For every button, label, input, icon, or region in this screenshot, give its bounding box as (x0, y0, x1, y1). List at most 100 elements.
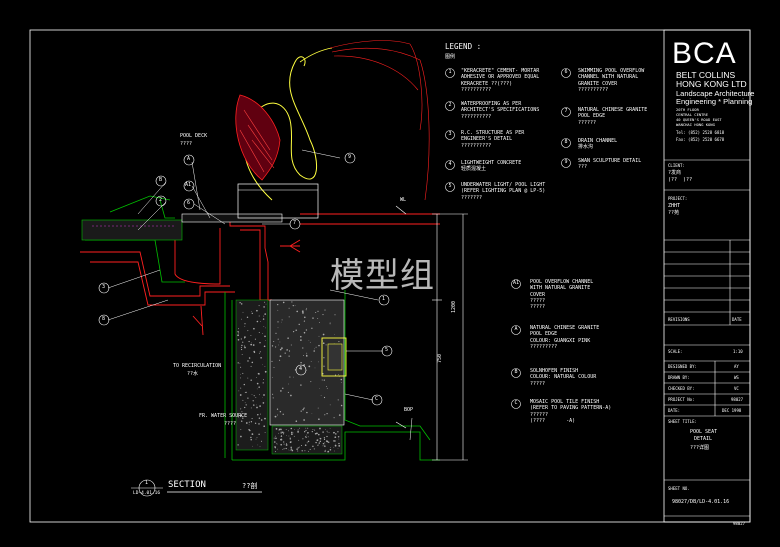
callout-8: 8 (102, 316, 106, 322)
legend-text-line: ??????? (461, 194, 483, 201)
legend-text-line: SWAN SCULPTURE DETAIL (578, 158, 642, 164)
legend-text-line: DRAIN CHANNEL (578, 138, 618, 144)
legend-number: 8 (564, 139, 568, 145)
legend-circles (445, 68, 571, 409)
section-ref: LD-4.01.16 (133, 491, 161, 496)
wl-label: WL (400, 197, 407, 203)
firm-fax: Fax: (852) 2520 6678 (676, 137, 725, 142)
callout-5: 5 (385, 347, 389, 353)
sheet-no-label: SHEET NO. (668, 486, 690, 491)
firm-discipline-2: Engineering * Planning (676, 97, 753, 106)
legend-text-line: (???? -A) (530, 417, 576, 424)
legend-number: A1 (513, 280, 520, 286)
legend-text-line: (REFER TO PAVING PATTERN-A) (530, 405, 612, 412)
to-recirculation-label: TO RECIRCULATION (173, 363, 222, 369)
project-no-label: PROJECT No: (668, 397, 695, 402)
callout-2: 2 (159, 197, 163, 203)
legend-text-line: ?????????? (461, 113, 492, 120)
legend-text-line: 轻质混凝土 (461, 166, 487, 173)
callout-a1: A1 (185, 182, 192, 188)
checked-value: VC (734, 386, 739, 391)
scale-value: 1:10 (733, 349, 743, 354)
legend-number: 6 (564, 69, 568, 75)
firm-name-1: BELT COLLINS (676, 70, 736, 80)
pool-deck-cn-label: ???? (180, 141, 193, 147)
callout-circles (98, 152, 393, 497)
legend-text-line: R.C. STRUCTURE AS PER (461, 130, 525, 136)
scale-label: SCALE: (668, 349, 683, 354)
legend-text-line: POOL EDGE (530, 331, 558, 338)
revisions-date-label: DATE (732, 317, 742, 322)
legend-text-line: LIGHTWEIGHT CONCRETE (461, 160, 522, 166)
legend-text-line: NATURAL CHINESE GRANITE (530, 325, 600, 331)
section-number: 1 (145, 480, 149, 486)
callout-7: 7 (293, 220, 297, 226)
dim-1200: 1200 (451, 300, 457, 313)
legend-title: LEGEND : (445, 42, 482, 51)
section-title-cn: ??剖 (242, 482, 258, 490)
legend-text-line: "KERACRETE" CEMENT- MORTAR (461, 68, 540, 74)
legend-text-line: POOL OVERFLOW CHANNEL (530, 279, 594, 285)
legend-number: 3 (448, 131, 452, 137)
water-source-label: FR. WATER SOURCE (199, 413, 248, 419)
checked-label: CHECKED BY: (668, 386, 695, 391)
callout-1: 1 (382, 296, 386, 302)
legend-text-line: ?????????? (461, 86, 492, 93)
project-cn: ??苑 (668, 210, 680, 216)
bop-label: BOP (404, 407, 414, 413)
title-block-dividers (664, 159, 750, 517)
legend-text-line: ????? (530, 304, 546, 311)
address-line: WANCHAI HONG KONG (676, 122, 715, 127)
firm-name-2: HONG KONG LTD (676, 79, 747, 89)
corner-ref: 98027 (733, 521, 746, 526)
legend-text-line: ?????? (578, 119, 597, 126)
legend-text-line: ????????? (530, 343, 558, 350)
legend-text-line: ?????? (530, 411, 549, 418)
address-line: CENTRAL CENTRE (676, 112, 709, 117)
legend-text-line: (REFER LIGHTING PLAN @ LP-5) (461, 188, 546, 195)
designed-value: AY (734, 364, 739, 369)
section-title: SECTION (168, 480, 206, 490)
client-label: CLIENT: (668, 163, 685, 168)
watermark: 模型组 (330, 256, 435, 296)
project-label: PROJECT: (668, 196, 688, 201)
legend-number: 2 (448, 102, 452, 108)
sheet-no-value: 98027/DB/LD-4.01.16 (672, 499, 730, 505)
callout-a: A (187, 156, 191, 162)
legend-text-line: ??? (578, 164, 588, 171)
client-cn: ?发商 (668, 170, 682, 176)
legend-text-line: SWIMMING POOL OVERFLOW (578, 68, 645, 74)
legend-text-line: UNDERWATER LIGHT/ POOL LIGHT (461, 182, 546, 188)
legend-text-line: COLOUR: GUANGXI PINK (530, 337, 591, 344)
concrete-speckles (237, 301, 343, 453)
water-spray (329, 40, 430, 201)
callout-b: B (159, 177, 163, 183)
legend-text-line: ?????????? (578, 86, 609, 93)
legend-number: A (514, 326, 518, 332)
legend-text-line: KERACRETE ??(???) (461, 80, 513, 87)
swan-sculpture (235, 47, 333, 219)
legend-text-line: WATERPROOFING AS PER (461, 101, 522, 107)
sheet-title-2: DETAIL (694, 436, 713, 442)
legend-text-line: 排水沟 (578, 144, 594, 151)
legend-text-line: POOL EDGE (578, 113, 606, 120)
to-recirculation-cn-label: ??水 (187, 371, 199, 377)
date-value: DEC 1998 (722, 408, 742, 413)
legend-text-line: COVER (530, 291, 546, 298)
legend-text-line: ENGINEER'S DETAIL (461, 136, 513, 143)
firm-logo: BCA (672, 37, 737, 70)
legend-number: B (514, 369, 518, 375)
callout-c: C (375, 396, 379, 402)
legend-text-line: ?????????? (461, 142, 492, 149)
legend-text-line: ADHESIVE OR APPROVED EQUAL (461, 74, 540, 81)
project-value: ZHHT (668, 203, 681, 209)
revisions-label: REVISIONS (668, 317, 690, 322)
legend-text-line: WITH NATURAL GRANITE (530, 285, 591, 292)
legend-text-line: MOSAIC POOL TILE FINISH (530, 399, 600, 405)
legend-text-line: NATURAL CHINESE GRANITE (578, 107, 648, 113)
client-cn-2: (?? )?? (668, 177, 693, 183)
callout-3: 3 (102, 284, 106, 290)
leader-lines (107, 149, 413, 441)
